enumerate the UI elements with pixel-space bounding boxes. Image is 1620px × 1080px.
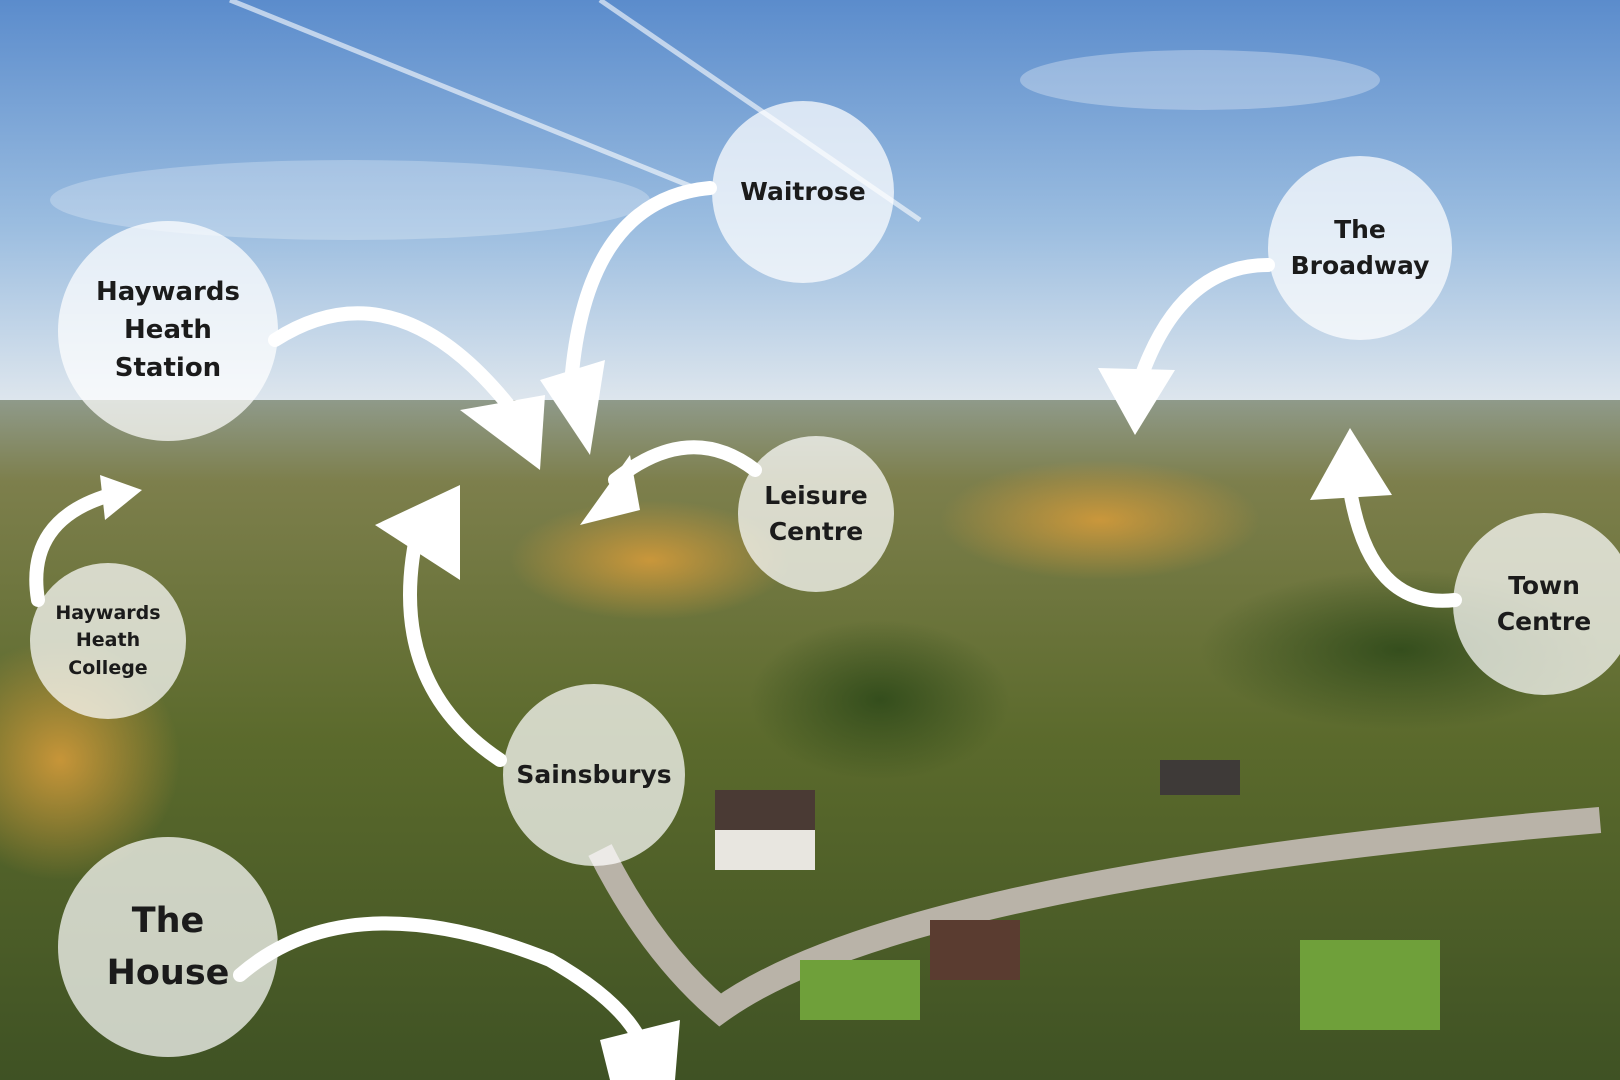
arrow-waitrose (563, 181, 717, 407)
arrowhead-college (100, 475, 142, 520)
location-waitrose: Waitrose (712, 101, 894, 283)
location-label: Town Centre (1496, 570, 1592, 636)
location-leisure-centre: Leisure Centre (738, 436, 894, 592)
location-label: Waitrose (740, 176, 866, 206)
arrowhead-house (600, 1020, 680, 1080)
location-broadway: The Broadway (1268, 156, 1452, 340)
contrail (229, 0, 701, 193)
road (588, 807, 1602, 1027)
arrow-college (29, 488, 117, 607)
location-label: The Broadway (1290, 214, 1430, 280)
arrow-station (268, 306, 527, 427)
location-town-centre: Town Centre (1453, 513, 1620, 695)
location-label: The House (106, 900, 230, 994)
lawn (800, 960, 920, 1020)
location-label: Sainsburys (516, 759, 672, 789)
arrow-house (233, 916, 647, 1047)
house-roof (930, 920, 1020, 980)
house-roof (1160, 760, 1240, 795)
house-wall (715, 830, 815, 870)
location-sainsburys: Sainsburys (503, 684, 685, 866)
arrow-sainsburys (403, 513, 507, 767)
autumn-trees (940, 460, 1260, 580)
arrow-broadway (1133, 258, 1275, 387)
arrow-town (1343, 483, 1462, 608)
location-label: Haywards Heath College (55, 601, 161, 679)
location-label: Leisure Centre (764, 480, 868, 546)
trees (750, 620, 1010, 780)
arrowhead-sainsburys (375, 485, 460, 580)
autumn-trees (510, 500, 790, 620)
arrowhead-leisure (580, 455, 640, 525)
house-roof (715, 790, 815, 830)
location-the-house: The House (58, 837, 278, 1057)
arrowhead-waitrose (540, 360, 605, 455)
location-station: Haywards Heath Station (58, 221, 278, 441)
arrowhead-town (1310, 428, 1392, 500)
cloud (50, 160, 650, 240)
arrowhead-station (460, 395, 545, 470)
arrowhead-broadway (1098, 368, 1175, 435)
lawn (1300, 940, 1440, 1030)
cloud (1020, 50, 1380, 110)
location-college: Haywards Heath College (30, 563, 186, 719)
location-label: Haywards Heath Station (96, 277, 240, 383)
